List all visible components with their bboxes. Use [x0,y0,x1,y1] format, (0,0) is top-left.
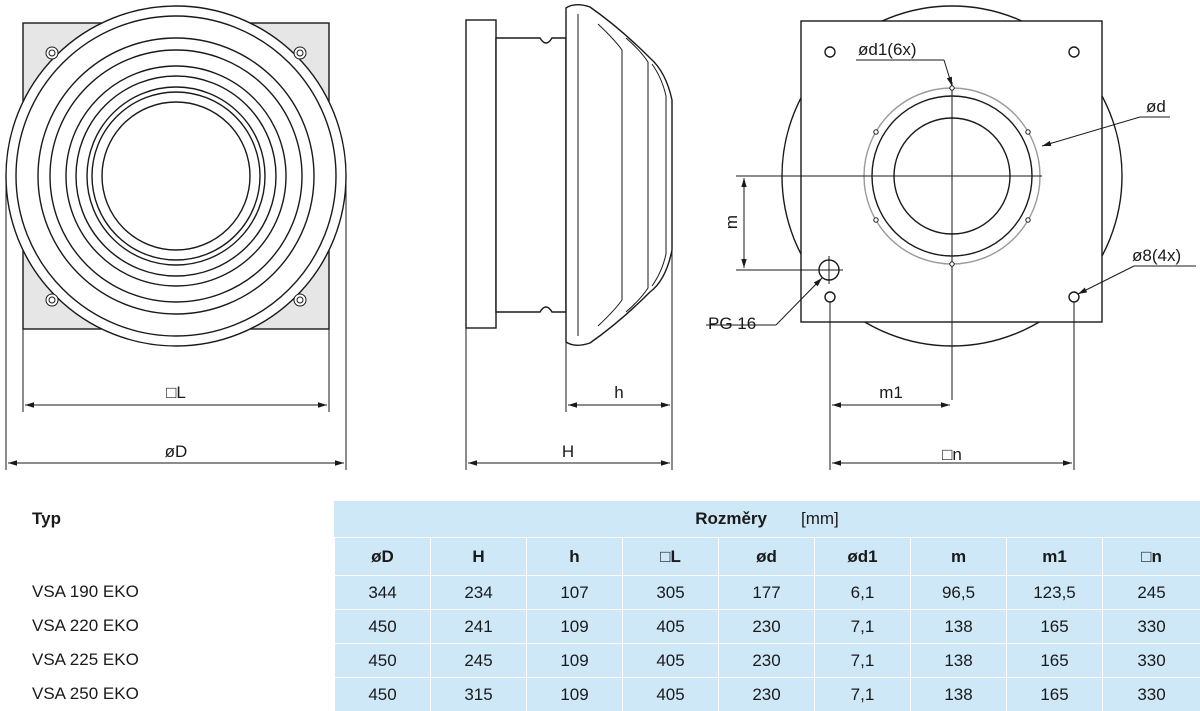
table-cell: 123,5 [1006,575,1102,609]
table-cell: 96,5 [910,575,1006,609]
table-cell: 165 [1006,643,1102,677]
col-m1: m1 [1006,537,1102,575]
label-m: m [722,215,741,229]
front-corner-screws [45,46,307,307]
table-cell: 450 [334,643,430,677]
label-m1: m1 [879,383,903,402]
col-h: h [526,537,622,575]
table-cell: 138 [910,609,1006,643]
table-cell: 405 [622,609,718,643]
table-cell: 344 [334,575,430,609]
type-header: Typ [32,509,61,528]
front-view: □L øD [5,5,347,470]
table-cell: 138 [910,643,1006,677]
dimensions-title: Rozměry [695,509,768,529]
label-holes: ø8(4x) [1132,246,1181,265]
table-cell: 165 [1006,609,1102,643]
col-d: ød [718,537,814,575]
col-d1: ød1 [814,537,910,575]
label-L: □L [166,383,186,402]
table-cell: 241 [430,609,526,643]
label-d1: ød1(6x) [858,40,917,59]
table-cell: 245 [430,643,526,677]
table-cell: 315 [430,677,526,711]
side-motor-body [495,37,567,313]
table-cell: 330 [1102,609,1200,643]
model-name: VSA 190 EKO [32,582,139,601]
table-cell: 109 [526,643,622,677]
label-n: □n [942,445,962,464]
table-cell: 109 [526,609,622,643]
back-flange-holes [873,85,1031,267]
unit-label: [mm] [801,509,839,529]
label-pg16: PG 16 [708,314,756,333]
table-cell: 7,1 [814,609,910,643]
label-D: øD [165,442,188,461]
table-cell: 7,1 [814,677,910,711]
col-D: øD [334,537,430,575]
table-cell: 450 [334,609,430,643]
technical-drawing: □L øD h H [5,4,1196,470]
table-cell: 405 [622,643,718,677]
table-cell: 138 [910,677,1006,711]
model-name: VSA 225 EKO [32,650,139,669]
table-cell: 230 [718,609,814,643]
table-cell: 450 [334,677,430,711]
column-headers: øD H h □L ød ød1 m m1 □n [0,537,1200,575]
table-cell: 245 [1102,575,1200,609]
side-housing [565,4,673,346]
table-cell: 177 [718,575,814,609]
table-cell: 234 [430,575,526,609]
table-cell: 405 [622,677,718,711]
col-L: □L [622,537,718,575]
model-name: VSA 220 EKO [32,616,139,635]
table-cell: 305 [622,575,718,609]
label-H: H [562,442,574,461]
col-m: m [910,537,1006,575]
table-cell: 330 [1102,677,1200,711]
table-cell: 6,1 [814,575,910,609]
label-h: h [614,383,623,402]
back-view: m ød1(6x) ød ø8(4x) PG 16 m1 □n [706,5,1196,470]
label-d: ød [1146,97,1166,116]
table-cell: 107 [526,575,622,609]
table-cell: 230 [718,643,814,677]
col-n: □n [1102,537,1200,575]
col-H: H [430,537,526,575]
table-cell: 7,1 [814,643,910,677]
side-view: h H [465,4,673,470]
side-flange [465,19,497,329]
table-cell: 230 [718,677,814,711]
table-cell: 165 [1006,677,1102,711]
table-cell: 109 [526,677,622,711]
table-cell: 330 [1102,643,1200,677]
model-name: VSA 250 EKO [32,684,139,703]
dimensions-table: Typ Rozměry [mm] øD H h □L ød ød1 m m1 □n… [0,501,1200,711]
dimensions-header: Rozměry [mm] [334,501,1200,538]
